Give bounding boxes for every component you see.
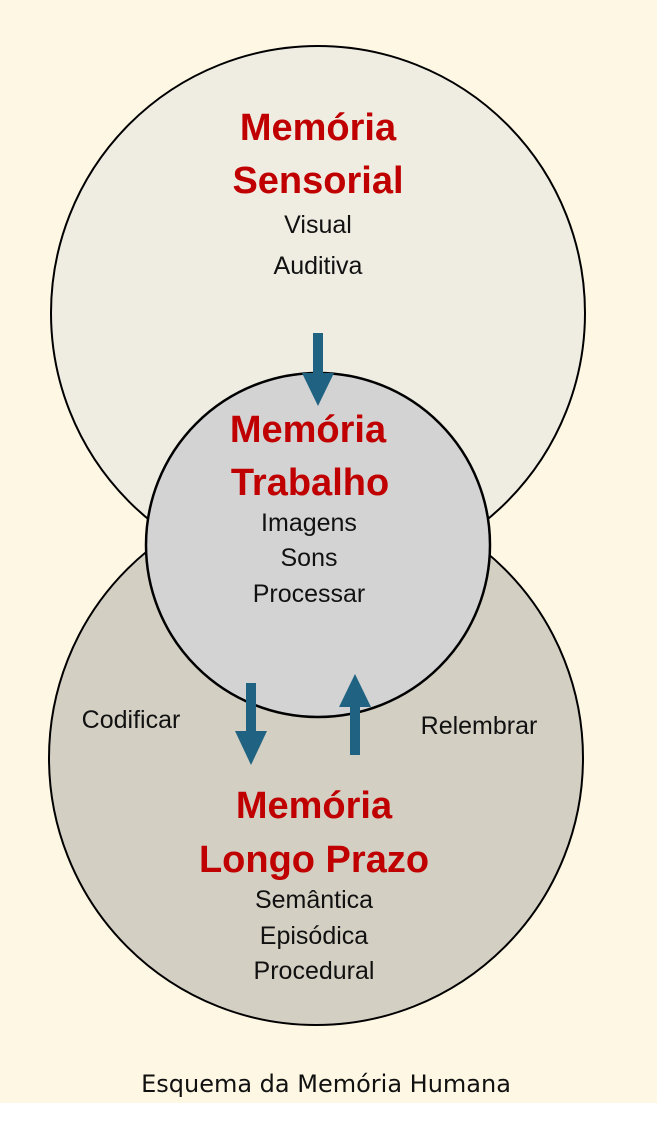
arrow-up-relembrar	[339, 674, 371, 755]
sensorial-item: Auditiva	[274, 252, 363, 280]
sensorial-item: Visual	[284, 211, 352, 239]
trabalho-title-2: Trabalho	[231, 462, 389, 504]
label-relembrar: Relembrar	[421, 712, 538, 740]
longo-title-2: Longo Prazo	[199, 839, 429, 881]
arrow-down-sensorial-to-trabalho	[302, 333, 334, 406]
sensorial-title-2: Sensorial	[232, 160, 403, 202]
longo-item: Procedural	[254, 957, 375, 985]
caption: Esquema da Memória Humana	[141, 1070, 511, 1098]
longo-item: Semântica	[255, 886, 373, 914]
sensorial-title-1: Memória	[240, 107, 397, 149]
longo-item: Episódica	[260, 922, 368, 950]
label-codificar: Codificar	[82, 706, 181, 734]
arrow-down-codificar	[235, 683, 267, 765]
longo-title-1: Memória	[236, 785, 393, 827]
trabalho-title-1: Memória	[230, 409, 387, 451]
trabalho-item: Imagens	[261, 509, 357, 537]
trabalho-item: Sons	[281, 544, 338, 572]
trabalho-item: Processar	[253, 580, 366, 608]
